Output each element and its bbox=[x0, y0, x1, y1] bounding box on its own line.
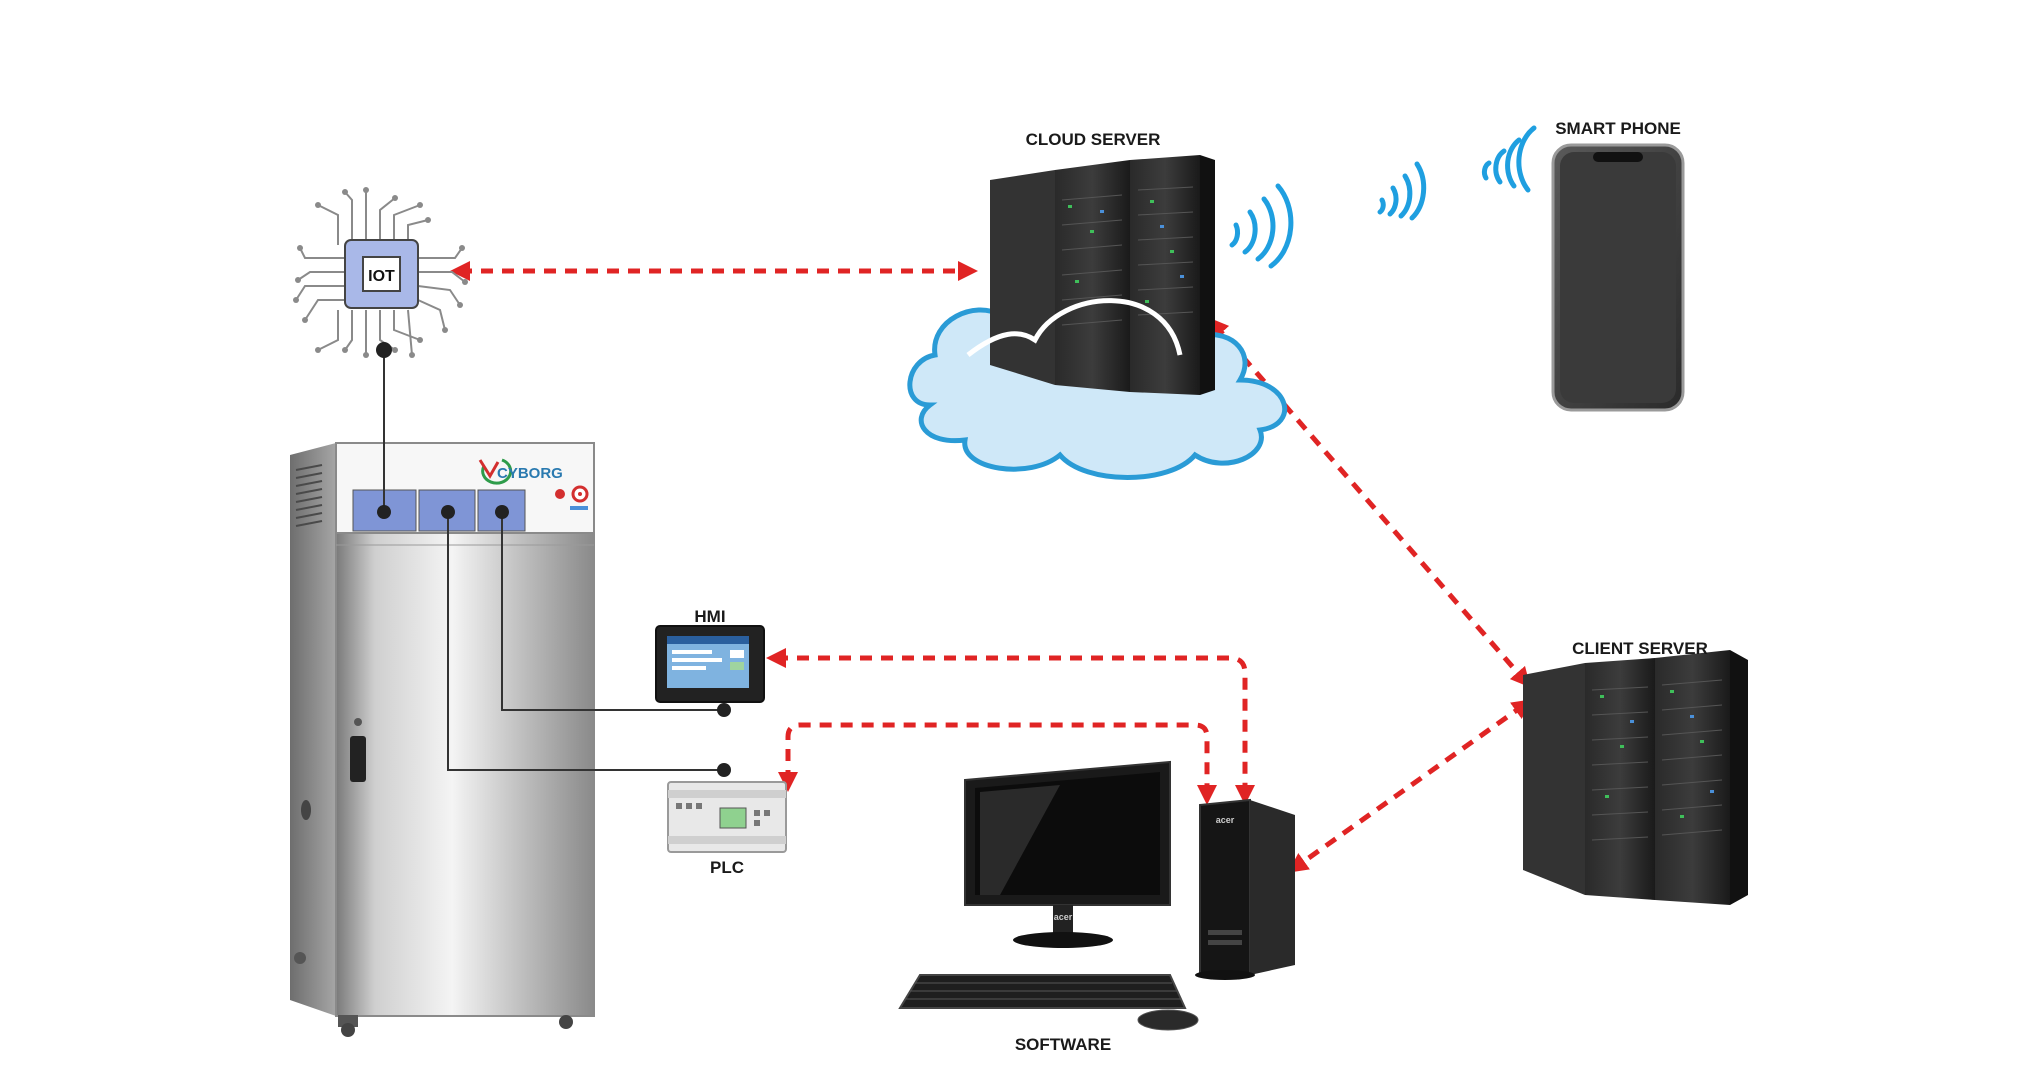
wifi-icon-middle bbox=[1377, 161, 1427, 221]
iot-label: IOT bbox=[368, 268, 395, 285]
hmi-label: HMI bbox=[694, 607, 725, 626]
link-plc-software bbox=[778, 722, 1217, 805]
smart-phone-label: SMART PHONE bbox=[1555, 119, 1681, 138]
plc-icon bbox=[667, 781, 787, 853]
plc-label: PLC bbox=[710, 858, 744, 877]
link-client-software bbox=[1287, 699, 1533, 873]
smartphone-icon bbox=[1551, 143, 1685, 412]
cabinet-brand-label: CYBORG bbox=[497, 465, 563, 482]
wifi-icon-phone bbox=[1481, 125, 1537, 193]
link-cloud-client bbox=[1208, 317, 1531, 688]
desktop-computer-icon bbox=[964, 760, 1295, 980]
keyboard-icon bbox=[898, 974, 1187, 1009]
monitor-brand-label: acer bbox=[1054, 912, 1073, 922]
wire-nodes bbox=[376, 342, 731, 777]
client-server-label: CLIENT SERVER bbox=[1572, 639, 1708, 658]
wifi-icon-cloud bbox=[1229, 183, 1294, 269]
cloud-server-label: CLOUD SERVER bbox=[1026, 130, 1161, 149]
cabinet-icon bbox=[290, 442, 595, 1037]
wires bbox=[383, 350, 720, 771]
tower-brand-label: acer bbox=[1216, 815, 1235, 825]
mouse-icon bbox=[1137, 1009, 1199, 1031]
client-server-rack-icon bbox=[1523, 650, 1748, 905]
hmi-icon bbox=[655, 625, 765, 703]
cloud-server-rack-icon bbox=[966, 155, 1215, 395]
link-hmi-software bbox=[766, 648, 1255, 805]
software-label: SOFTWARE bbox=[1015, 1035, 1111, 1054]
